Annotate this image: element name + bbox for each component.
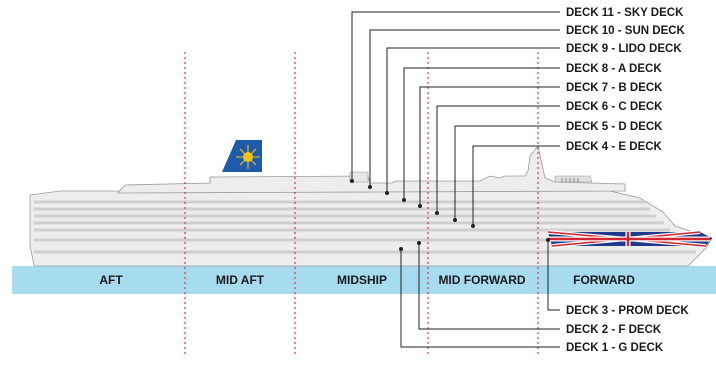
superstructure <box>117 145 626 194</box>
leader-dots <box>350 179 550 251</box>
funnel-logo <box>222 140 262 172</box>
deck-label-6: DECK 6 - C DECK <box>566 101 663 113</box>
deck-label-10: DECK 10 - SUN DECK <box>566 25 686 37</box>
zone-label-mid-forward: MID FORWARD <box>438 273 525 287</box>
zone-label-mid-aft: MID AFT <box>216 273 265 287</box>
zone-labels: AFT MID AFT MIDSHIP MID FORWARD FORWARD <box>99 273 635 287</box>
deck-label-1: DECK 1 - G DECK <box>566 342 664 354</box>
deck-label-8: DECK 8 - A DECK <box>566 63 662 75</box>
deck-label-9: DECK 9 - LIDO DECK <box>566 43 682 55</box>
zone-label-aft: AFT <box>99 273 123 287</box>
leader-deck-11 <box>351 11 560 181</box>
deck-label-11: DECK 11 - SKY DECK <box>566 7 684 19</box>
deck-labels: DECK 11 - SKY DECK DECK 10 - SUN DECK DE… <box>566 7 689 354</box>
zone-label-forward: FORWARD <box>573 273 635 287</box>
deck-label-4: DECK 4 - E DECK <box>566 141 663 153</box>
zone-dividers <box>184 52 539 355</box>
zone-band <box>12 266 716 294</box>
zone-label-midship: MIDSHIP <box>337 273 387 287</box>
union-flag-livery <box>547 230 712 248</box>
deck-label-3: DECK 3 - PROM DECK <box>566 305 689 317</box>
deck-label-7: DECK 7 - B DECK <box>566 82 663 94</box>
deck-label-2: DECK 2 - F DECK <box>566 324 662 336</box>
hull-stripes <box>34 200 700 254</box>
deck-label-5: DECK 5 - D DECK <box>566 121 663 133</box>
leader-lines <box>351 11 560 348</box>
ship-profile <box>29 140 713 267</box>
